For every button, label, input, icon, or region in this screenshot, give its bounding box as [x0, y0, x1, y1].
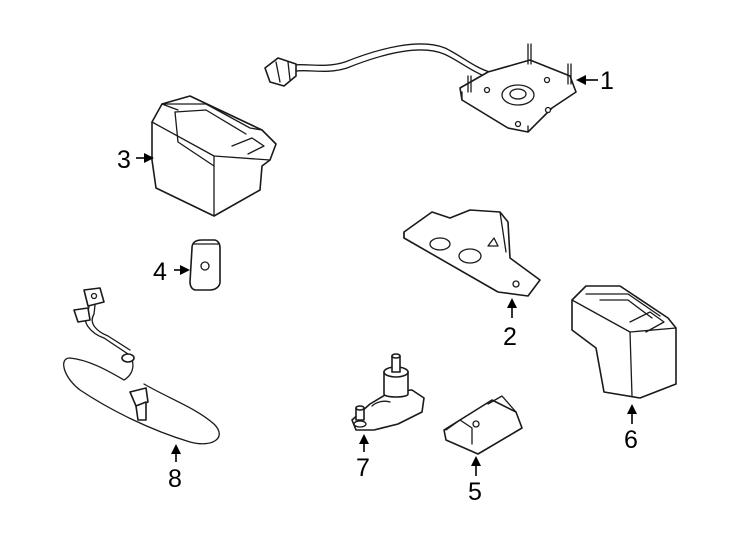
callout-1: 1	[600, 67, 614, 95]
callout-6: 6	[624, 426, 638, 454]
callout-3: 3	[117, 146, 131, 174]
part-5-clip	[443, 395, 523, 455]
part-2-flat-bracket	[403, 209, 541, 297]
part-1-bracket-with-cable	[264, 43, 577, 133]
part-8-harness	[63, 287, 220, 445]
callout-4: 4	[153, 258, 167, 286]
part-7-sensor	[351, 353, 425, 431]
part-3-tray	[151, 95, 277, 217]
callout-8: 8	[168, 465, 182, 493]
part-6-tray	[571, 285, 677, 399]
callout-5: 5	[468, 478, 482, 506]
callout-arrows	[136, 75, 637, 476]
callout-labels: 1 2 3 4 5 6 7 8	[117, 67, 638, 506]
callout-2: 2	[503, 323, 517, 351]
callout-7: 7	[356, 454, 370, 482]
part-4-pad	[189, 239, 221, 291]
